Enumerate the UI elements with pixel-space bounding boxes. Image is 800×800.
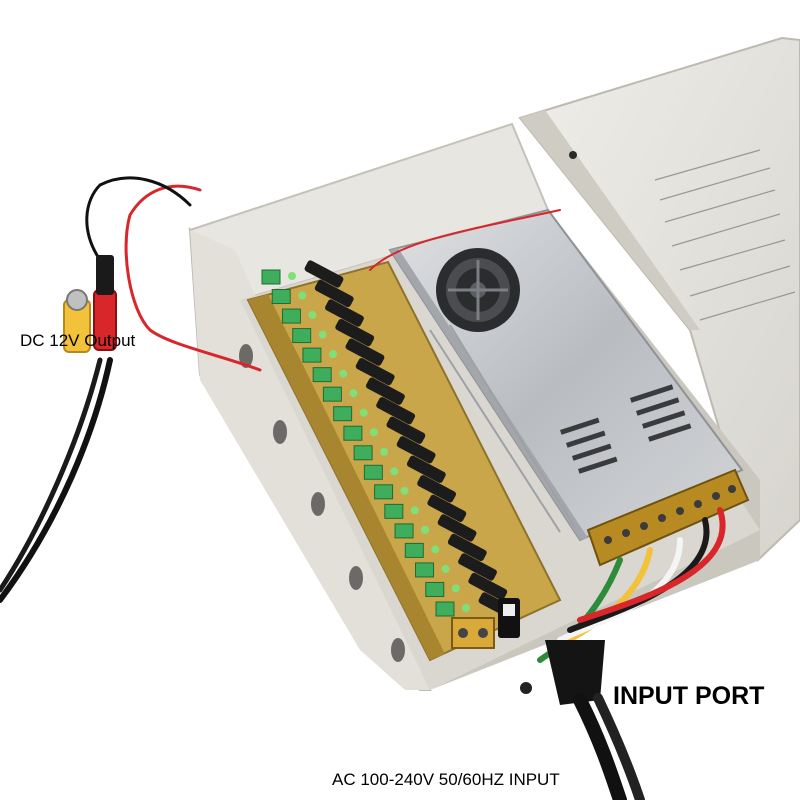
status-led — [421, 525, 430, 534]
status-led — [380, 447, 389, 456]
fuse-holder — [365, 377, 405, 405]
terminal-block — [435, 601, 455, 617]
output-channel — [333, 397, 416, 425]
terminal-block — [353, 445, 373, 461]
status-led — [400, 486, 409, 495]
cooling-fan — [436, 248, 520, 332]
status-led — [462, 604, 470, 612]
status-led — [298, 291, 307, 300]
terminal-block — [333, 406, 353, 422]
output-channel — [343, 416, 426, 444]
psu-terminal-strip — [586, 468, 750, 567]
power-rocker-switch — [498, 598, 520, 638]
dc-output-cable — [0, 176, 262, 603]
dc-output-label: DC 12V Output — [20, 331, 136, 350]
status-led — [359, 408, 368, 417]
output-channel — [415, 553, 497, 581]
ac-power-cable — [573, 693, 645, 800]
output-channel — [363, 455, 446, 483]
output-channels — [261, 260, 518, 620]
lid-screw — [569, 151, 577, 159]
terminal-block — [415, 562, 435, 578]
fuse-holder — [417, 475, 457, 503]
fuse-holder — [406, 455, 446, 483]
status-led — [339, 369, 348, 378]
fuse-holder — [437, 514, 477, 542]
terminal-block — [384, 503, 404, 519]
terminal-block — [271, 289, 291, 305]
output-channel — [292, 318, 375, 347]
status-led — [369, 428, 378, 437]
fuse-holder — [386, 416, 426, 444]
output-channel — [281, 299, 364, 327]
fuse-holder — [458, 553, 497, 581]
power-supply-unit — [388, 208, 744, 542]
status-led — [451, 584, 460, 593]
output-channel — [261, 260, 344, 288]
ac-plug — [520, 640, 605, 705]
status-led — [390, 467, 399, 476]
fuse-holder — [345, 338, 385, 366]
fuse-holder — [468, 572, 508, 601]
terminal-block — [425, 581, 445, 597]
terminal-block — [374, 484, 394, 500]
terminal-block — [302, 347, 322, 363]
status-led — [308, 311, 317, 320]
terminal-block — [312, 367, 332, 383]
fuse-holder — [314, 279, 354, 308]
terminal-block — [261, 269, 281, 285]
status-led — [328, 350, 337, 359]
input-port-label: INPUT PORT — [613, 682, 765, 710]
fuse-holder — [355, 358, 395, 386]
terminal-block — [343, 425, 363, 441]
output-channel — [374, 475, 457, 503]
vent-slots — [560, 384, 692, 474]
ac-input-label: AC 100-240V 50/60HZ INPUT — [332, 770, 560, 789]
fuse-holder — [325, 299, 364, 327]
output-channel — [384, 494, 467, 522]
output-channel — [322, 377, 405, 405]
terminal-block — [322, 386, 342, 402]
fuse-holder — [396, 436, 436, 464]
status-led — [349, 389, 358, 398]
lid-instruction-label — [654, 149, 796, 321]
status-led — [318, 330, 327, 339]
fuse-holder — [376, 397, 416, 425]
output-channel — [353, 436, 436, 464]
dc-barrel-connector — [93, 255, 117, 351]
fuse-holder — [335, 318, 375, 347]
output-channel — [404, 533, 487, 562]
status-led — [431, 545, 440, 554]
terminal-block — [394, 523, 414, 539]
status-led — [410, 506, 419, 515]
output-channel — [312, 358, 395, 386]
fuse-holder — [304, 260, 344, 288]
knockout-holes — [239, 344, 405, 662]
terminal-block — [281, 308, 301, 324]
output-channel — [394, 514, 477, 542]
terminal-block — [404, 542, 424, 558]
output-channel — [271, 279, 354, 308]
terminal-block — [363, 464, 383, 480]
terminal-block — [292, 328, 312, 344]
output-channel — [302, 338, 385, 366]
fuse-holder — [447, 533, 487, 562]
status-led — [288, 272, 296, 280]
bnc-connector — [63, 289, 91, 353]
status-led — [441, 564, 450, 573]
internal-wiring — [369, 209, 726, 663]
fuse-holder — [427, 494, 467, 522]
input-terminal — [451, 617, 495, 649]
output-channel — [425, 572, 508, 601]
enclosure-lid — [518, 36, 800, 562]
